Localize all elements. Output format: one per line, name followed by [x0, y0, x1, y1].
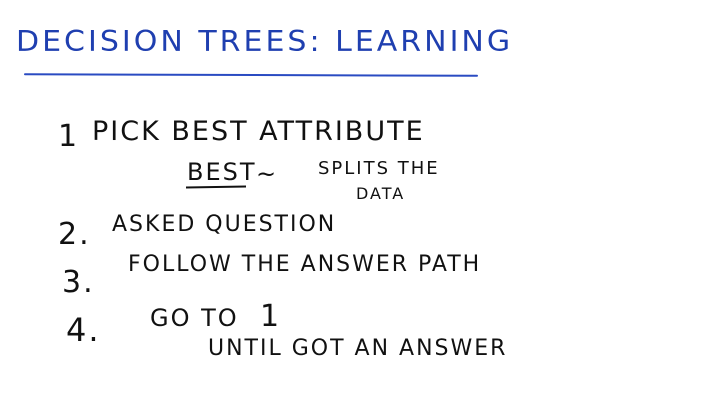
page-title: Decision Trees: Learning: [16, 25, 514, 59]
step-4-number: 4.: [66, 311, 101, 349]
step-2-text: Asked Question: [112, 212, 337, 237]
note-data-text: Data: [356, 184, 406, 203]
step-1-text: Pick Best Attribute: [92, 116, 425, 147]
note-best-word: Best: [187, 158, 257, 186]
step-3-text: Follow the Answer Path: [128, 252, 482, 277]
best-underline: [185, 185, 247, 189]
step-4-target: 1: [260, 299, 282, 334]
note-splits-text: Splits the: [318, 158, 440, 179]
step-1-number: 1: [58, 119, 80, 154]
step-2-number: 2.: [58, 217, 91, 252]
step-4-text: Go to: [150, 304, 239, 332]
note-tilde: ~: [256, 160, 279, 188]
step-3-number: 3.: [62, 265, 95, 300]
until-text: Until Got an Answer: [208, 336, 508, 361]
title-underline: [23, 73, 479, 77]
